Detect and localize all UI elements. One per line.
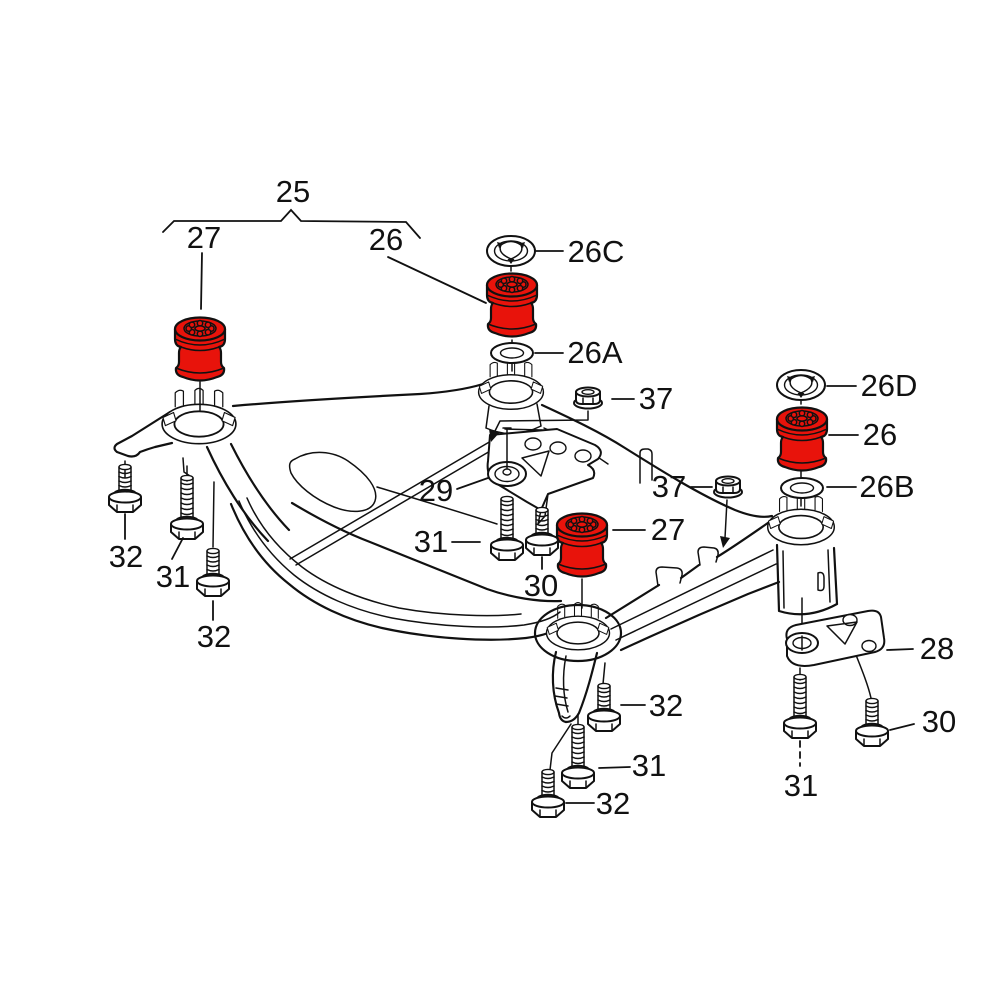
callout-25: 25 <box>276 174 310 209</box>
callout-31-center: 31 <box>414 524 448 559</box>
bushing-front-left <box>173 316 227 382</box>
bracket-25-span <box>162 208 421 239</box>
callout-26-top: 26 <box>369 222 403 257</box>
washer-26A <box>490 342 534 364</box>
left-mount-seat <box>161 387 237 445</box>
callout-31-bottom: 31 <box>632 748 666 783</box>
bushing-top-center <box>485 272 539 338</box>
nut-37-center-pointer <box>489 410 589 442</box>
center-tower-seat <box>477 359 545 411</box>
callout-37-right: 37 <box>652 469 686 504</box>
callout-26D: 26D <box>861 368 918 403</box>
callout-29: 29 <box>419 473 453 508</box>
bolt-32-bottom-lower <box>531 768 565 818</box>
nut-37-right-pointer <box>720 499 730 548</box>
bolt-30-right <box>855 697 889 747</box>
callout-30-right: 30 <box>922 704 956 739</box>
bolt-31-left <box>170 474 204 540</box>
callout-32-bottom-lower: 32 <box>596 786 630 821</box>
callout-26A: 26A <box>567 335 622 370</box>
bolt-31-right <box>783 673 817 739</box>
callout-26-right: 26 <box>863 417 897 452</box>
bushing-right <box>775 406 829 472</box>
bolt-32-left-inner <box>196 547 230 597</box>
bracket-29 <box>486 427 602 525</box>
retainer-26C <box>486 235 536 267</box>
bolt-31-center <box>490 495 524 561</box>
bolt-32-bottom-upper <box>587 682 621 732</box>
callout-27-center: 27 <box>651 512 685 547</box>
callout-32-left-outer: 32 <box>109 539 143 574</box>
nut-37-center <box>573 386 603 410</box>
bracket-28 <box>785 597 886 699</box>
nut-37-right <box>713 475 743 499</box>
callout-26C: 26C <box>568 234 625 269</box>
bottom-seat-boss <box>533 603 623 663</box>
leader-lines <box>124 208 915 804</box>
bolt-30-center <box>525 506 559 556</box>
callout-26B: 26B <box>859 469 914 504</box>
subframe-outline <box>113 382 839 771</box>
washer-26B <box>780 477 824 499</box>
callout-32-left-inner: 32 <box>197 619 231 654</box>
callout-28: 28 <box>920 631 954 666</box>
callout-37-center: 37 <box>639 381 673 416</box>
callout-31-left: 31 <box>156 559 190 594</box>
callout-31-right: 31 <box>784 768 818 803</box>
callout-27-front-left: 27 <box>187 220 221 255</box>
callout-32-bottom-upper: 32 <box>649 688 683 723</box>
bolt-31-bottom <box>561 723 595 789</box>
callout-30-center: 30 <box>524 568 558 603</box>
retainer-26D <box>776 369 826 401</box>
bushing-center <box>555 512 609 578</box>
